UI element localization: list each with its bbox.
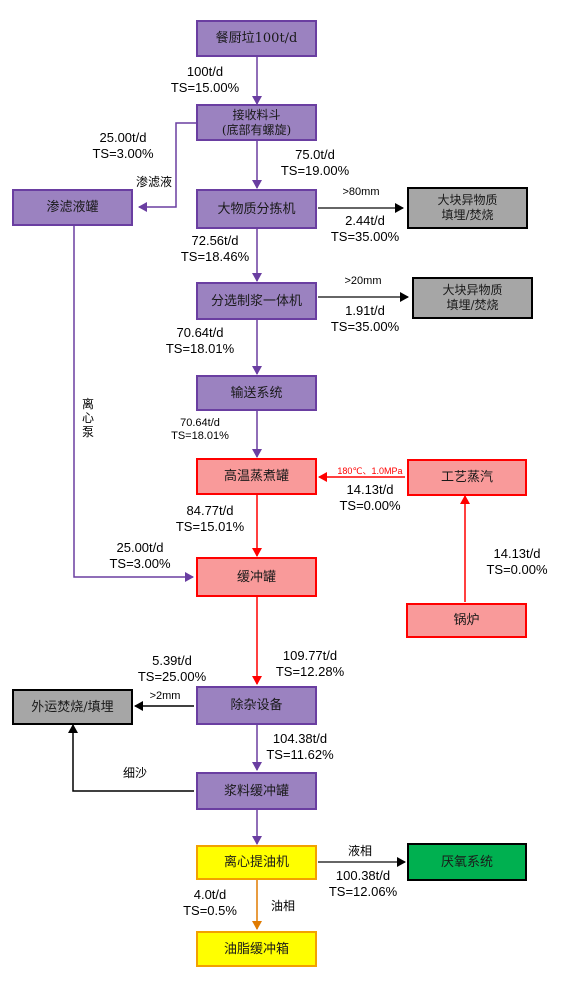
node-bulk-foreign-1-label: 大块异物质 填埋/焚烧 — [437, 193, 498, 222]
node-kitchen-waste: 餐厨垃100t/d — [196, 20, 317, 57]
flow-label-sorter-to-pulping: 72.56t/d TS=18.46% — [180, 233, 250, 264]
node-process-steam-label: 工艺蒸汽 — [440, 470, 493, 485]
flow-label-centrifuge-to-anaerobic: 100.38t/d TS=12.06% — [328, 868, 398, 899]
node-cooker: 高温蒸煮罐 — [196, 458, 317, 495]
flow-label-conveyor-to-cooker: 70.64t/d TS=18.01% — [171, 417, 229, 442]
node-cooker-label: 高温蒸煮罐 — [223, 469, 289, 484]
node-anaerobic: 厌氧系统 — [407, 843, 527, 881]
node-buffer-tank: 缓冲罐 — [196, 557, 317, 597]
leachate-label: 渗滤液 — [135, 175, 172, 189]
arrow-slurry-to-external — [68, 724, 194, 792]
node-slurry-buffer-label: 浆料缓冲罐 — [223, 783, 289, 799]
node-impurity-removal: 除杂设备 — [196, 686, 317, 725]
node-receiving-hopper-label: 接收料斗 (底部有螺旋) — [221, 107, 292, 137]
node-anaerobic-label: 厌氧系统 — [440, 854, 493, 870]
flow-label-filtrate-to-buffer: 25.00t/d TS=3.00% — [109, 540, 171, 571]
node-slurry-buffer: 浆料缓冲罐 — [196, 772, 317, 810]
node-buffer-tank-label: 缓冲罐 — [236, 569, 276, 585]
node-bulk-foreign-2: 大块异物质 填埋/焚烧 — [412, 277, 533, 319]
size-label-gt2: >2mm — [149, 690, 181, 702]
centrifugal-pump-label: 离心泵 — [81, 397, 94, 439]
node-filtrate-tank: 渗滤液罐 — [12, 189, 133, 226]
node-external-disposal: 外运焚烧/填埋 — [12, 689, 133, 725]
node-sort-pulping: 分选制浆一体机 — [196, 282, 317, 320]
node-grease-tank-label: 油脂缓冲箱 — [223, 941, 289, 957]
arrow-filtrate-to-buffer — [73, 226, 194, 582]
node-conveyor: 输送系统 — [196, 375, 317, 411]
flow-label-to-filtrate: 25.00t/d TS=3.00% — [92, 130, 154, 161]
flow-label-hopper-to-sorter: 75.0t/d TS=19.00% — [280, 147, 350, 178]
node-conveyor-label: 输送系统 — [230, 385, 283, 401]
node-receiving-hopper: 接收料斗 (底部有螺旋) — [196, 104, 317, 141]
flow-label-centrifuge-to-grease: 4.0t/d TS=0.5% — [183, 887, 237, 918]
steam-conditions-label: 180℃、1.0MPa — [337, 466, 403, 476]
liquid-phase-label: 液相 — [347, 844, 372, 858]
flow-label-cooker-to-buffer: 84.77t/d TS=15.01% — [175, 503, 245, 534]
node-impurity-removal-label: 除杂设备 — [230, 698, 283, 713]
node-bulk-foreign-2-label: 大块异物质 填埋/焚烧 — [442, 283, 503, 312]
flow-label-impurity-to-slurry: 104.38t/d TS=11.62% — [266, 731, 334, 762]
node-process-steam: 工艺蒸汽 — [407, 459, 527, 496]
flow-label-boiler-to-steam: 14.13t/d TS=0.00% — [486, 546, 548, 577]
arrow-hopper-to-filtrate — [138, 122, 196, 212]
flow-label-steam-to-cooker: 14.13t/d TS=0.00% — [339, 482, 401, 513]
node-centrifuge-label: 离心提油机 — [223, 855, 289, 870]
size-label-gt20: >20mm — [344, 275, 382, 287]
node-centrifuge: 离心提油机 — [196, 845, 317, 880]
node-boiler: 锅炉 — [406, 603, 527, 638]
flow-label-waste-to-hopper: 100t/d TS=15.00% — [170, 64, 240, 95]
node-bulk-sorter: 大物质分拣机 — [196, 189, 317, 229]
node-kitchen-waste-label: 餐厨垃100t/d — [215, 31, 298, 46]
node-bulk-foreign-1: 大块异物质 填埋/焚烧 — [407, 187, 528, 229]
node-filtrate-tank-label: 渗滤液罐 — [46, 200, 99, 215]
flow-label-bulk2: 1.91t/d TS=35.00% — [330, 303, 400, 334]
oil-phase-label: 油相 — [270, 899, 295, 913]
size-label-gt80: >80mm — [342, 186, 380, 198]
flow-label-to-external: 5.39t/d TS=25.00% — [137, 653, 207, 684]
flow-label-bulk1: 2.44t/d TS=35.00% — [330, 213, 400, 244]
fine-sand-label: 细沙 — [122, 766, 147, 780]
node-grease-tank: 油脂缓冲箱 — [196, 931, 317, 967]
flow-label-pulping-to-conveyor: 70.64t/d TS=18.01% — [165, 325, 235, 356]
flow-label-buffer-to-impurity: 109.77t/d TS=12.28% — [275, 648, 345, 679]
node-boiler-label: 锅炉 — [453, 613, 480, 628]
node-sort-pulping-label: 分选制浆一体机 — [210, 293, 302, 309]
node-external-disposal-label: 外运焚烧/填埋 — [31, 699, 114, 715]
node-bulk-sorter-label: 大物质分拣机 — [217, 201, 296, 217]
